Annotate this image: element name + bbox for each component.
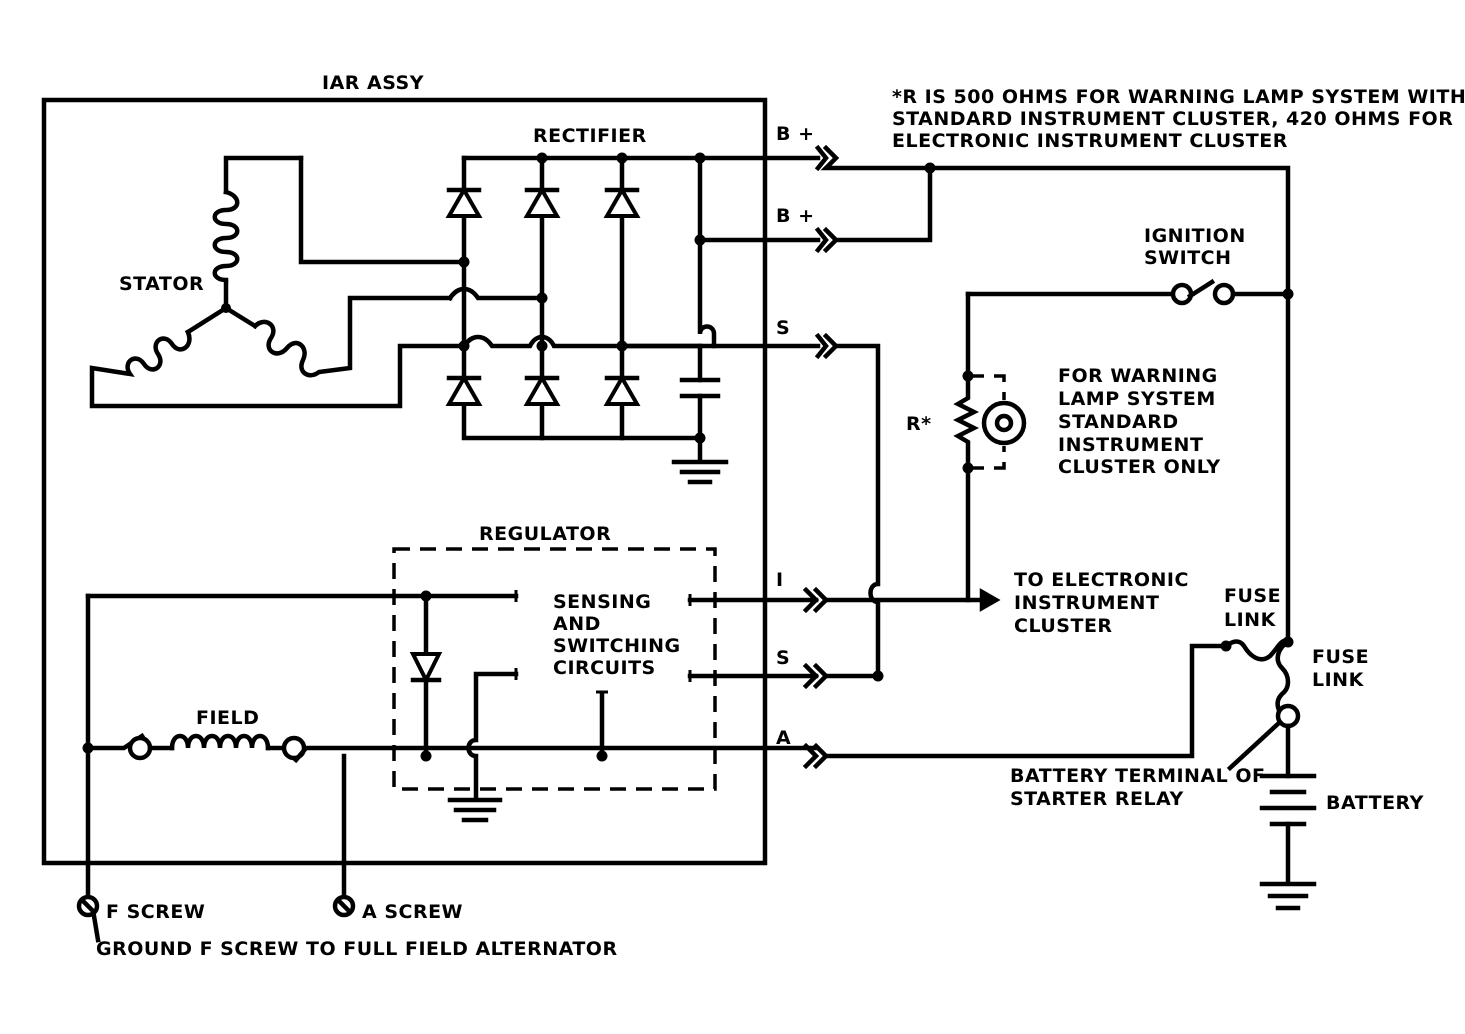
sensing-label-1: SENSING: [553, 591, 651, 613]
terminal-bplus-1-label: B +: [776, 123, 815, 145]
regulator-label: REGULATOR: [479, 523, 611, 545]
field-terminal-left: [127, 735, 153, 761]
regulator-connectors: [802, 586, 1229, 770]
stator-windings: [89, 155, 467, 409]
ignition-switch-label-2: SWITCH: [1144, 247, 1232, 269]
warning-lamp-label-4: INSTRUMENT: [1058, 434, 1203, 456]
warning-lamp-label-3: STANDARD: [1058, 411, 1179, 433]
rectifier-label: RECTIFIER: [533, 125, 647, 147]
battery-circuit: [1220, 636, 1317, 911]
fuse-link-2: [1275, 638, 1292, 719]
battery-label: BATTERY: [1326, 792, 1424, 814]
sensing-label-4: CIRCUITS: [553, 657, 656, 679]
terminal-s-2-label: S: [776, 647, 790, 669]
terminal-a-label: A: [776, 727, 791, 749]
regulator-outline: [392, 547, 717, 791]
diode-lower-2: [523, 373, 561, 406]
fuse-link-1-label-2: LINK: [1224, 609, 1277, 631]
terminal-bplus-2-label: B +: [776, 205, 815, 227]
resistor-r: [952, 373, 980, 471]
fuse-link-2-label-2: LINK: [1312, 669, 1365, 691]
ignition-switch-label-1: IGNITION: [1144, 225, 1246, 247]
regulator-block: [85, 547, 819, 823]
resistor-label: R*: [906, 413, 932, 435]
sensing-label-2: AND: [553, 613, 601, 635]
terminal-i-label: I: [776, 569, 784, 591]
to-cluster-label-1: TO ELECTRONIC: [1014, 569, 1189, 591]
ground-note-label: GROUND F SCREW TO FULL FIELD ALTERNATOR: [96, 938, 618, 960]
ignition-circuit: [952, 278, 1294, 603]
fuse-link-2-label-1: FUSE: [1312, 646, 1369, 668]
ignition-switch-contact-left: [1170, 282, 1194, 306]
regulator-diode: [409, 652, 443, 685]
stator-label: STATOR: [119, 273, 204, 295]
fuse-link-1-label-1: FUSE: [1224, 585, 1281, 607]
a-screw-label: A SCREW: [362, 901, 463, 923]
diode-upper-3: [603, 185, 641, 218]
warning-lamp-label-1: FOR WARNING: [1058, 365, 1218, 387]
ignition-switch-contact-right: [1212, 282, 1236, 306]
warning-lamp-label-5: CLUSTER ONLY: [1058, 456, 1221, 478]
diode-lower-3: [603, 373, 641, 406]
warning-lamp-label-2: LAMP SYSTEM: [1058, 388, 1216, 410]
resistor-note-line1: *R IS 500 OHMS FOR WARNING LAMP SYSTEM W…: [892, 86, 1465, 108]
iar-assembly-outline: [41, 97, 768, 866]
to-cluster-label-3: CLUSTER: [1014, 615, 1113, 637]
terminal-s-1-label: S: [776, 317, 790, 339]
rectifier-bridge: [445, 152, 821, 485]
iar-assy-label: IAR ASSY: [322, 72, 424, 94]
sensing-label-3: SWITCHING: [553, 635, 681, 657]
diode-upper-2: [523, 185, 561, 218]
battery-terminal-label-2: STARTER RELAY: [1010, 788, 1184, 810]
battery-terminal-label-1: BATTERY TERMINAL OF: [1010, 765, 1266, 787]
field-label: FIELD: [196, 707, 259, 729]
to-cluster-label-2: INSTRUMENT: [1014, 592, 1159, 614]
fuse-link-1: [1222, 637, 1291, 662]
diode-upper-1: [445, 185, 483, 218]
ignition-switch-blade: [1186, 278, 1216, 300]
f-screw-label: F SCREW: [106, 901, 205, 923]
field-winding: [82, 593, 819, 903]
resistor-note-line3: ELECTRONIC INSTRUMENT CLUSTER: [892, 130, 1288, 152]
diode-lower-1: [445, 373, 483, 406]
resistor-note-line2: STANDARD INSTRUMENT CLUSTER, 420 OHMS FO…: [892, 108, 1453, 130]
warning-lamp: [981, 400, 1027, 446]
